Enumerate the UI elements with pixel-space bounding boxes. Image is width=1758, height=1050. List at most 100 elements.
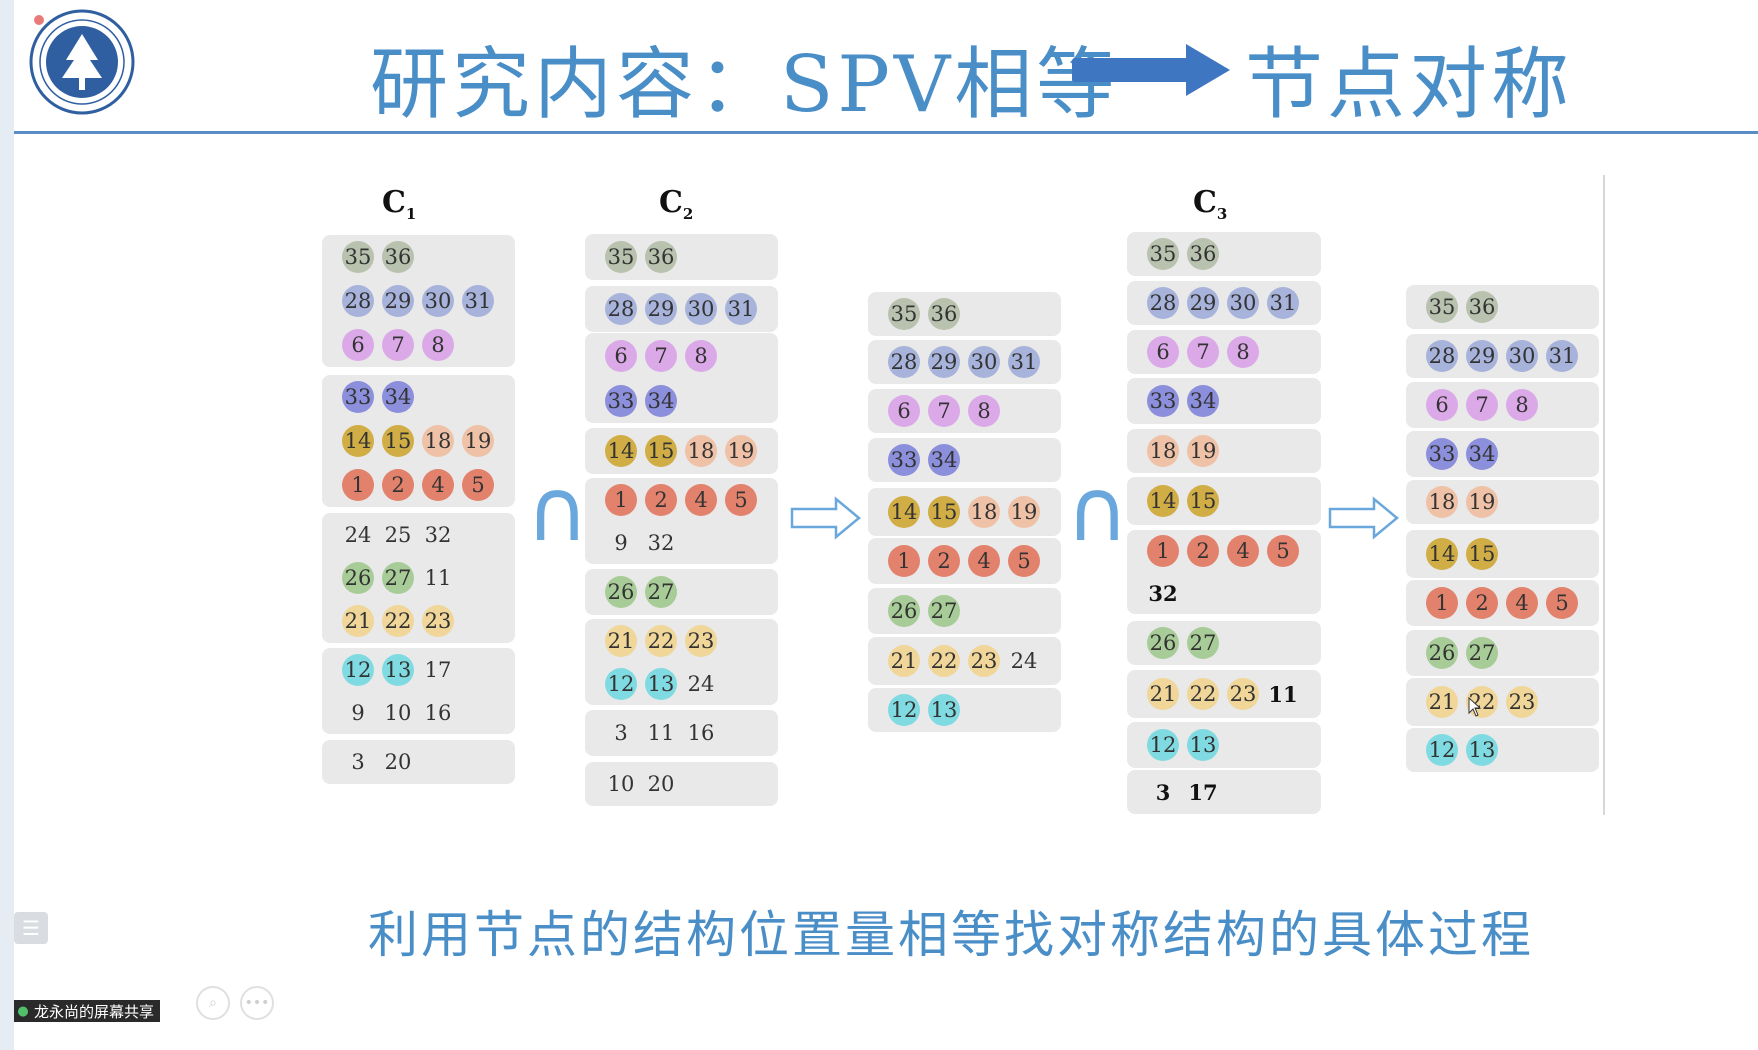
graph-node: 4 [1227,535,1259,567]
graph-node: 5 [1267,535,1299,567]
graph-node: 24 [1010,649,1038,673]
column-label-subscript: 1 [405,205,417,223]
title-right: 节点对称 [1245,40,1574,130]
graph-node: 27 [1187,627,1219,659]
graph-node: 6 [1147,336,1179,368]
graph-node: 34 [1466,438,1498,470]
graph-node: 19 [462,425,494,457]
graph-node: 8 [422,329,454,361]
graph-node: 35 [888,298,920,330]
divider-line [1603,175,1605,815]
list-menu-icon[interactable]: ☰ [14,912,48,944]
screen-share-label[interactable]: ● 龙永尚的屏幕共享 [14,1000,161,1022]
graph-node: 12 [888,694,920,726]
graph-node: 19 [725,435,757,467]
node-group [322,740,515,784]
graph-node: 9 [614,530,628,555]
graph-node: 34 [645,384,677,417]
graph-node: 2 [645,483,677,516]
graph-node: 23 [422,605,454,638]
graph-node: 11 [424,566,452,590]
graph-node: 29 [1187,287,1219,319]
graph-node: 7 [928,395,960,427]
graph-node: 8 [968,395,1000,427]
graph-node: 12 [342,653,374,686]
slide-caption: 利用节点的结构位置量相等找对称结构的具体过程 [368,906,1534,964]
graph-node: 13 [1466,734,1498,766]
graph-node: 2 [928,545,960,577]
graph-node: 18 [685,435,717,467]
graph-node: 15 [928,496,960,528]
graph-node: 33 [342,381,374,413]
graph-node: 35 [1147,238,1179,270]
graph-node: 14 [342,425,374,457]
title-left: 研究内容：SPV相等 [370,40,1119,130]
university-seal-icon [29,9,135,115]
graph-node: 23 [1506,686,1538,718]
graph-node: 7 [1187,336,1219,368]
graph-node: 20 [384,750,412,774]
graph-node: 27 [1466,637,1498,669]
graph-node: 13 [1187,729,1219,761]
graph-node: 20 [647,772,675,796]
graph-node: 4 [685,483,717,516]
graph-node: 6 [1426,389,1458,421]
graph-node: 10 [384,700,412,725]
graph-node: 30 [1506,340,1538,372]
graph-node: 15 [382,425,414,457]
graph-node: 31 [462,285,494,317]
graph-node: 28 [605,293,637,325]
graph-node: 36 [1187,238,1219,270]
graph-node: 21 [1147,678,1179,710]
graph-node: 3 [351,750,365,774]
title-rule [14,131,1758,134]
graph-node: 33 [605,384,637,417]
graph-node: 4 [968,545,1000,577]
graph-node: 6 [605,339,637,372]
graph-node: 8 [1227,336,1259,368]
graph-node: 17 [1188,779,1218,805]
graph-node: 8 [1506,389,1538,421]
graph-node: 36 [645,241,677,273]
more-label: ••• [244,995,270,1011]
graph-node: 14 [1426,538,1458,570]
graph-node: 1 [888,545,920,577]
graph-node: 5 [462,469,494,501]
graph-node: 34 [1187,385,1219,417]
intersection-operator: ∩ [526,461,589,561]
graph-node: 3 [1155,779,1171,805]
intersection-operator: ∩ [1066,461,1129,561]
record-dot-icon [34,15,44,25]
graph-node: 29 [928,346,960,378]
graph-node: 28 [888,346,920,378]
graph-node: 30 [422,285,454,317]
graph-node: 17 [424,657,452,682]
graph-node: 12 [605,667,637,700]
graph-node: 35 [605,241,637,273]
graph-node: 12 [1426,734,1458,766]
more-icon[interactable]: ••• [240,986,274,1020]
column-label-subscript: 3 [1216,205,1228,223]
graph-node: 27 [645,576,677,608]
graph-node: 30 [685,293,717,325]
mic-icon: ● [17,1003,29,1019]
graph-node: 12 [1147,729,1179,761]
graph-node: 15 [1466,538,1498,570]
graph-node: 18 [1147,435,1179,467]
graph-node: 23 [685,624,717,657]
graph-node: 1 [1147,535,1179,567]
graph-node: 30 [1227,287,1259,319]
share-label-text: 龙永尚的屏幕共享 [34,1002,155,1021]
graph-node: 26 [888,595,920,627]
column-label: C2 [659,185,693,223]
zoom-icon[interactable]: ⌕ [196,986,230,1020]
graph-node: 19 [1187,435,1219,467]
graph-node: 15 [645,435,677,467]
right-arrow-icon [1072,44,1230,96]
hollow-right-arrow-icon [790,496,861,540]
graph-node: 26 [1426,637,1458,669]
graph-node: 22 [382,605,414,638]
graph-node: 21 [342,605,374,638]
node-group [585,710,778,756]
graph-node: 18 [422,425,454,457]
